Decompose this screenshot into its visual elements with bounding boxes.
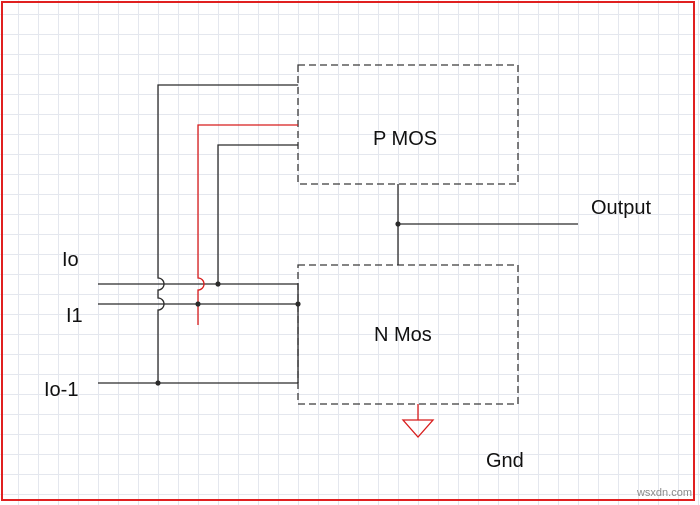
input-io-label: Io (62, 249, 79, 271)
i1-vertical-red (197, 124, 298, 325)
ground-label: Gnd (486, 450, 524, 472)
pmos-label: P MOS (373, 128, 438, 150)
output-label: Output (591, 197, 652, 219)
junction-dot (295, 301, 301, 307)
ground-icon (401, 404, 435, 438)
io-minus-1-vertical (157, 84, 298, 383)
junction-dot (155, 380, 161, 386)
io-vertical (217, 144, 298, 284)
pmos-block (297, 64, 519, 185)
output-wire (397, 184, 578, 265)
io-wire (98, 283, 299, 305)
input-i1-label: I1 (66, 305, 83, 327)
junction-dot (395, 221, 401, 227)
junction-dot (215, 281, 221, 287)
nmos-block (297, 264, 519, 405)
watermark: wsxdn.com (636, 487, 692, 499)
junction-dot (195, 301, 201, 307)
nmos-label: N Mos (374, 324, 432, 346)
input-io-minus-1-label: Io-1 (44, 379, 79, 401)
